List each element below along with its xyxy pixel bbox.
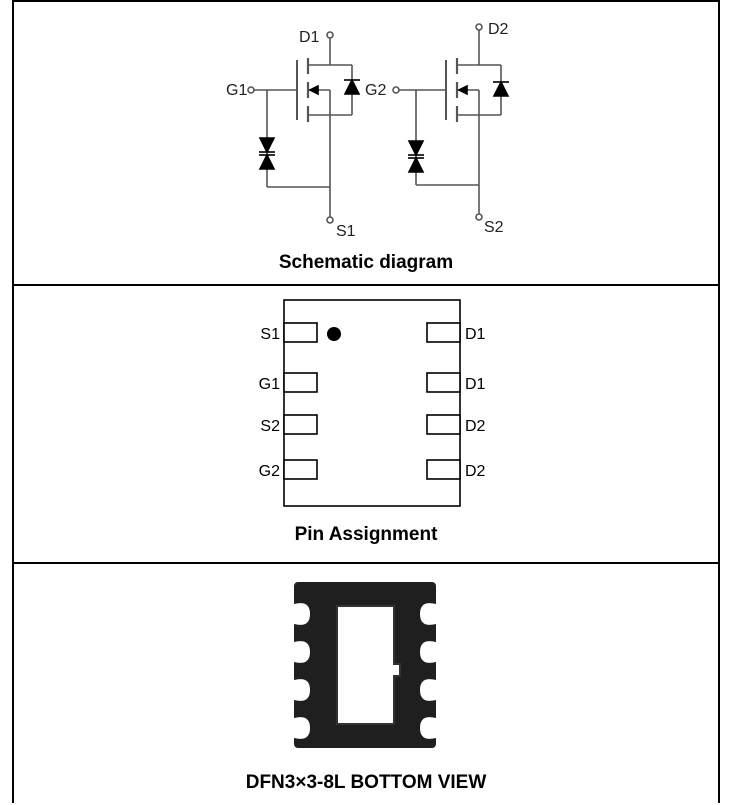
label-s2: S2 <box>484 219 504 236</box>
package-outline <box>283 299 461 507</box>
mosfet-2 <box>392 23 502 221</box>
pad-4 <box>283 459 318 480</box>
notch-left-3 <box>294 679 310 701</box>
notch-left-2 <box>294 641 310 663</box>
label-g2: G2 <box>365 82 386 99</box>
schematic-caption: Schematic diagram <box>278 252 454 273</box>
source-1-terminal <box>326 216 334 224</box>
pinout-caption: Pin Assignment <box>294 524 438 545</box>
pin1-marker-dot <box>327 327 341 341</box>
pin-label-right-3: D2 <box>465 418 486 435</box>
gate-2-terminal <box>392 86 400 94</box>
notch-right-1 <box>420 603 436 625</box>
zener-diode-1a <box>258 137 276 154</box>
package-bottom-view-image <box>294 582 436 748</box>
schematic-cell: D1 G1 S1 D2 G2 S2 Schematic diagram <box>14 2 718 286</box>
label-g1: G1 <box>226 82 247 99</box>
pin-label-right-1: D1 <box>465 326 486 343</box>
pin-label-right-4: D2 <box>465 463 486 480</box>
pin-label-left-2: G1 <box>259 376 280 393</box>
notch-left-1 <box>294 603 310 625</box>
pad-8 <box>426 322 461 343</box>
pin-label-left-4: G2 <box>259 463 280 480</box>
drain-1-terminal <box>326 31 334 39</box>
source-2-terminal <box>475 213 483 221</box>
pad-2 <box>283 372 318 393</box>
package-caption: DFN3×3-8L BOTTOM VIEW <box>245 772 487 793</box>
label-s1: S1 <box>336 223 356 240</box>
schematic-diagram: D1 G1 S1 D2 G2 S2 <box>226 21 510 240</box>
pin-label-left-3: S2 <box>260 418 280 435</box>
datasheet-table: D1 G1 S1 D2 G2 S2 Schematic diagram <box>12 0 720 803</box>
notch-right-3 <box>420 679 436 701</box>
pin-assignment-diagram: S1 G1 S2 G2 D1 D1 D2 D2 <box>259 299 486 507</box>
notch-right-2 <box>420 641 436 663</box>
mosfet-1 <box>247 31 353 224</box>
drain-2-terminal <box>475 23 483 31</box>
zener-diode-2b <box>407 156 425 173</box>
label-d1: D1 <box>299 29 320 46</box>
body-arrow-1 <box>308 84 319 96</box>
pad-1 <box>283 322 318 343</box>
pad-3 <box>283 414 318 435</box>
pin-label-left-1: S1 <box>260 326 280 343</box>
package-cell: DFN3×3-8L BOTTOM VIEW <box>14 564 718 805</box>
pad-7 <box>426 372 461 393</box>
notch-right-4 <box>420 717 436 739</box>
pad-5 <box>426 459 461 480</box>
zener-diode-2a <box>407 140 425 157</box>
pad-6 <box>426 414 461 435</box>
label-d2: D2 <box>488 21 509 38</box>
gate-1-terminal <box>247 86 255 94</box>
body-diode-2 <box>492 80 510 97</box>
notch-left-4 <box>294 717 310 739</box>
pinout-cell: S1 G1 S2 G2 D1 D1 D2 D2 Pin Assignment <box>14 286 718 564</box>
zener-diode-1b <box>258 153 276 170</box>
exposed-pad <box>336 605 401 725</box>
pin-label-right-2: D1 <box>465 376 486 393</box>
body-arrow-2 <box>457 84 468 96</box>
body-diode-1 <box>343 78 361 95</box>
